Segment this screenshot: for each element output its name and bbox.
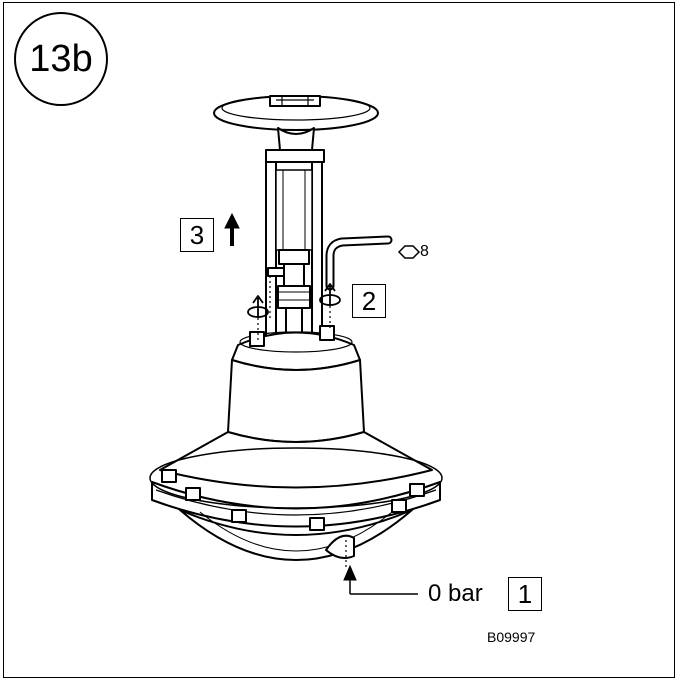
- step-badge: 13b: [14, 12, 108, 106]
- coupling-nut: [277, 285, 311, 309]
- yoke-top: [265, 149, 325, 163]
- hex-icon: [397, 245, 421, 259]
- hex-key-size: 8: [420, 243, 429, 260]
- reference-code: B09997: [487, 629, 536, 645]
- callout-3-label: 3: [180, 218, 214, 252]
- callout-1-leader: [343, 564, 418, 595]
- rotation-symbol-left: [247, 295, 269, 318]
- actuator-body: [227, 359, 365, 443]
- vent-plug: [325, 534, 355, 559]
- callout-1-label: 1: [508, 577, 542, 611]
- lift-arrow: [224, 212, 240, 246]
- rotation-symbol-right: [319, 283, 341, 306]
- figure-frame: [3, 2, 675, 678]
- callout-2-label: 2: [352, 284, 386, 318]
- hex-key: [325, 235, 393, 291]
- pressure-text: 0 bar: [428, 580, 483, 607]
